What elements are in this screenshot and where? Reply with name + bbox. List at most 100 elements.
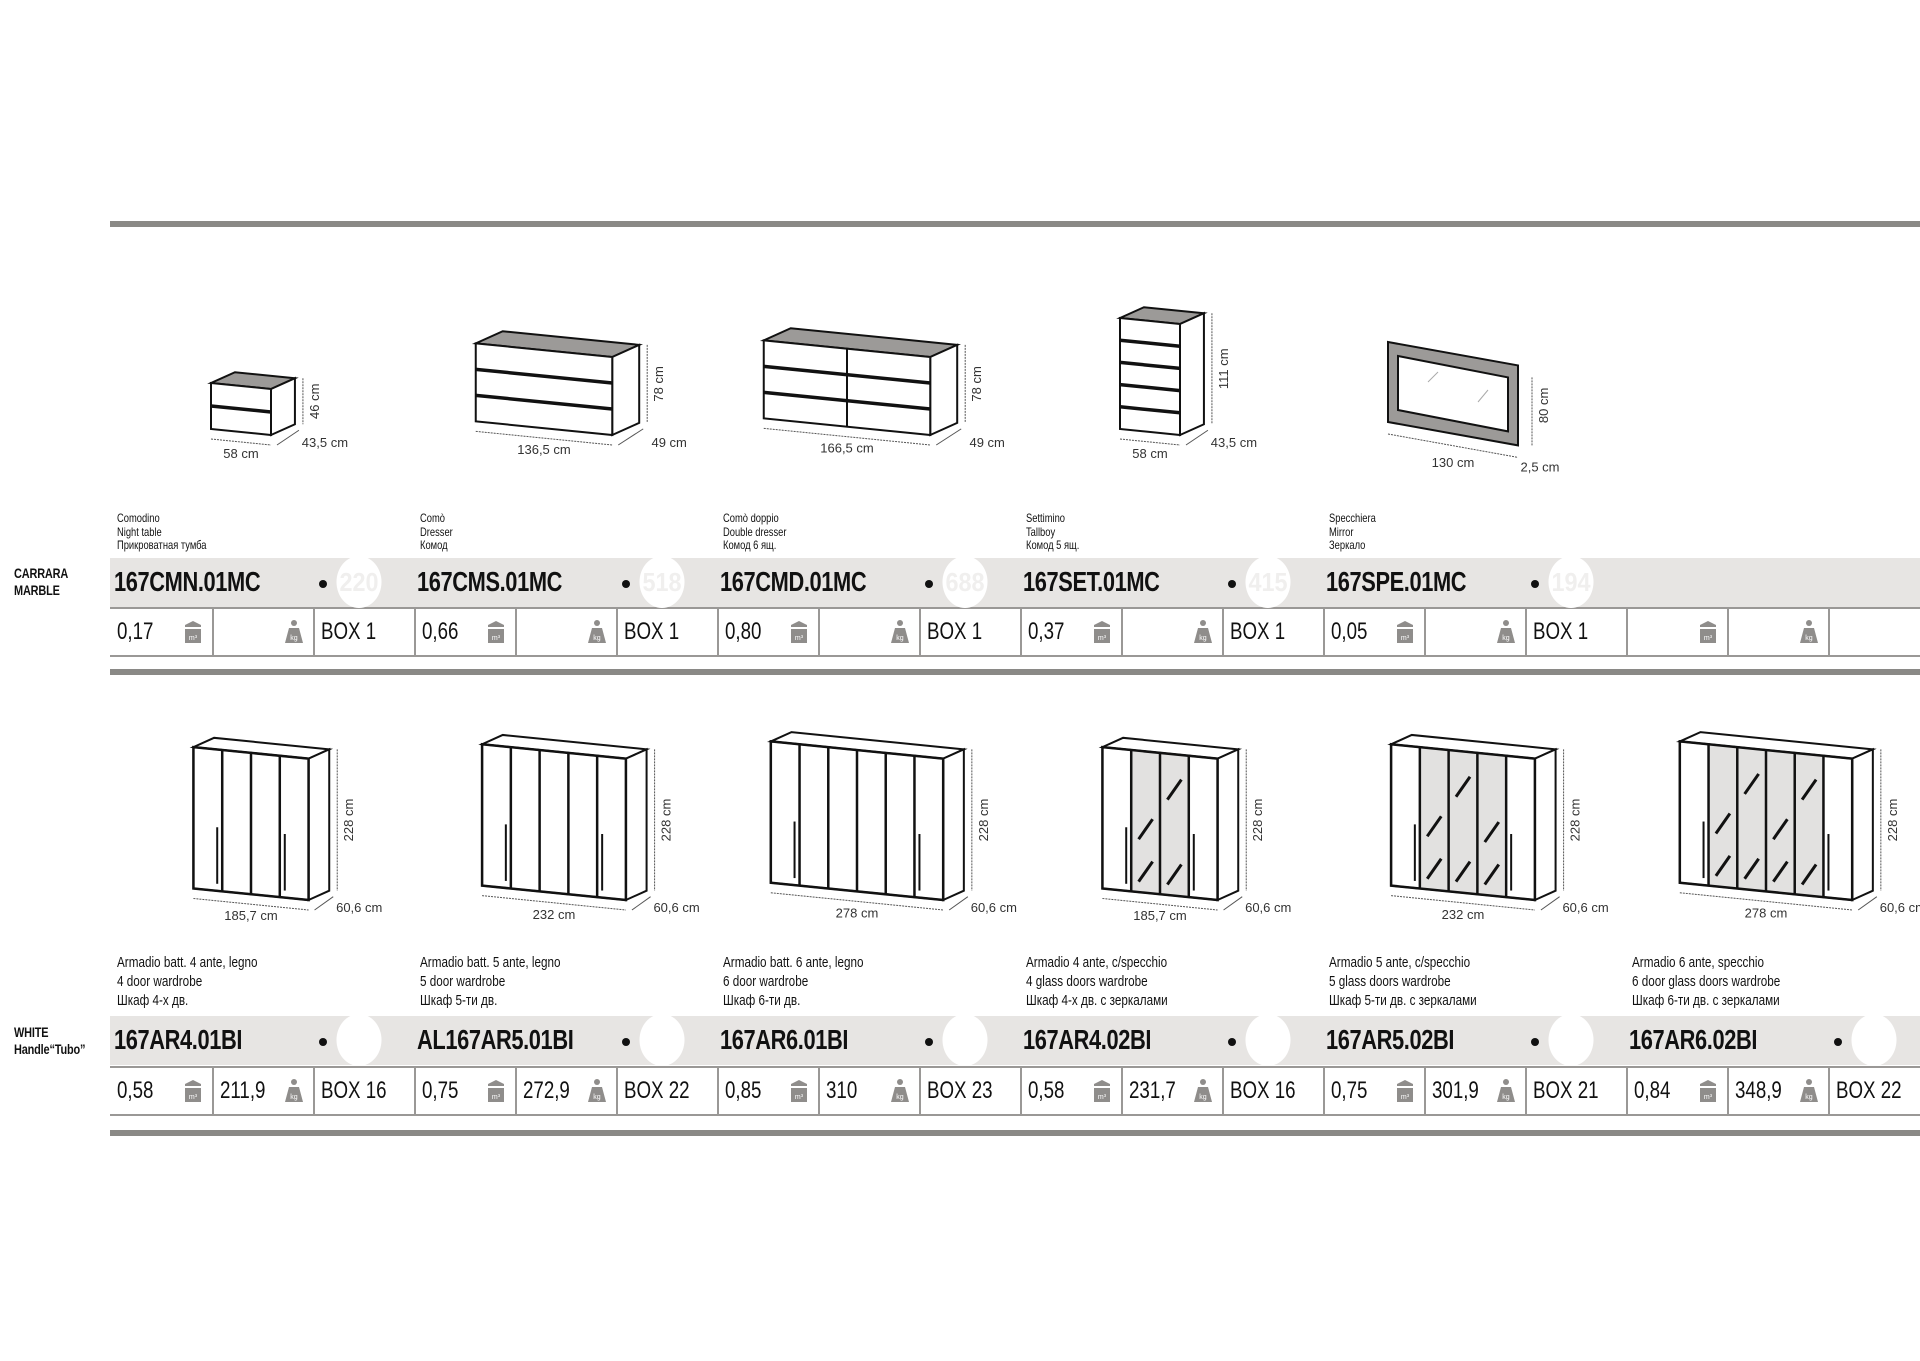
svg-text:kg: kg [896,1094,904,1101]
box-cell: BOX 23 [919,1068,1020,1114]
m3-volume-icon: m³ [1094,1080,1110,1102]
description-line: Comodino [117,511,160,525]
box-cell: BOX 1 [1222,609,1323,655]
box-cell: BOX 1 [313,609,414,655]
description-line: Armadio 5 ante, c/specchio [1329,954,1471,971]
drawer-unit-drawing [1116,306,1213,446]
description-line: Tallboy [1026,524,1056,539]
height-dimension: 78 cm [651,366,666,401]
description-line: Шкаф 4-х дв. с зеркалами [1026,992,1168,1009]
svg-text:m³: m³ [1401,635,1410,642]
bullet-icon [1531,580,1539,588]
weight-cell: kg [1727,609,1828,655]
depth-dimension: 43,5 cm [302,435,348,450]
finish-label-line: WHITE [14,1024,49,1040]
drawer-unit-drawing [207,371,304,446]
finish-swatch-badge: 415 [1245,556,1291,608]
volume-cell: 0,05 m³ [1323,609,1424,655]
depth-dimension: 49 cm [651,435,686,450]
weight-cell: kg [1424,609,1525,655]
volume-cell: m³ [1626,609,1727,655]
kg-weight-icon: kg [285,1079,303,1102]
svg-text:m³: m³ [1401,1094,1410,1101]
svg-text:m³: m³ [492,635,501,642]
width-dimension: 136,5 cm [517,442,570,457]
description-line: 6 door wardrobe [723,973,809,990]
finish-swatch-badge [1548,1014,1594,1066]
weight-cell-value: 310 [826,1077,858,1104]
svg-text:kg: kg [593,635,601,642]
volume-cell: 0,75 m³ [414,1068,515,1114]
description-line: Шкаф 4-х дв. [117,992,189,1009]
box-cell-value: BOX 22 [624,1077,690,1104]
bullet-icon [622,1038,630,1046]
finish-label-line: MARBLE [14,582,60,598]
volume-cell-value: 0,58 [1028,1077,1065,1104]
svg-text:m³: m³ [1098,635,1107,642]
depth-dimension: 60,6 cm [1880,900,1920,915]
product-code-band [110,558,1920,607]
m3-volume-icon: m³ [1700,621,1716,643]
bullet-icon [925,1038,933,1046]
description-line: Комод [420,538,448,552]
section-rule [110,669,1920,675]
finish-swatch-badge [942,1014,988,1066]
product-code-cell: 167AR4.01BI [111,1014,414,1066]
description-line: Комод 5 ящ. [1026,538,1080,552]
box-cell-value: BOX 21 [1533,1077,1599,1104]
box-cell-value: BOX 1 [624,618,680,645]
wardrobe-drawing [1675,731,1882,911]
volume-cell-value: 0,37 [1028,618,1065,645]
m3-volume-icon: m³ [1094,621,1110,643]
kg-weight-icon: kg [588,1079,606,1102]
finish-swatch-badge [336,1014,382,1066]
product-code-cell: 167AR5.02BI [1323,1014,1626,1066]
finish-swatch-badge: 220 [336,556,382,608]
svg-text:m³: m³ [492,1094,501,1101]
depth-dimension: 60,6 cm [336,900,382,915]
product-code: 167SET.01MC [1023,566,1160,597]
description-line: 4 glass doors wardrobe [1026,973,1148,990]
kg-weight-icon: kg [1194,620,1212,643]
svg-text:kg: kg [1199,1094,1207,1101]
description-line: Armadio 6 ante, specchio [1632,954,1765,971]
kg-weight-icon: kg [891,1079,909,1102]
volume-cell-value: 0,75 [422,1077,459,1104]
weight-cell: kg [212,609,313,655]
volume-cell-value: 0,05 [1331,618,1368,645]
section-rule [110,221,1920,227]
product-drawing: 136,5 cm 49 cm 78 cm [471,330,687,457]
bullet-icon [1834,1038,1842,1046]
height-dimension: 78 cm [969,366,984,401]
description-line: Double dresser [723,524,787,539]
svg-text:kg: kg [290,1094,298,1101]
wardrobe-drawing [766,731,973,911]
description-line: 5 door wardrobe [420,973,506,990]
product-code-cell: 167AR4.02BI [1020,1014,1323,1066]
box-cell-value: BOX 1 [321,618,377,645]
description-line: Armadio batt. 5 ante, legno [420,954,561,971]
svg-text:m³: m³ [1098,1094,1107,1101]
